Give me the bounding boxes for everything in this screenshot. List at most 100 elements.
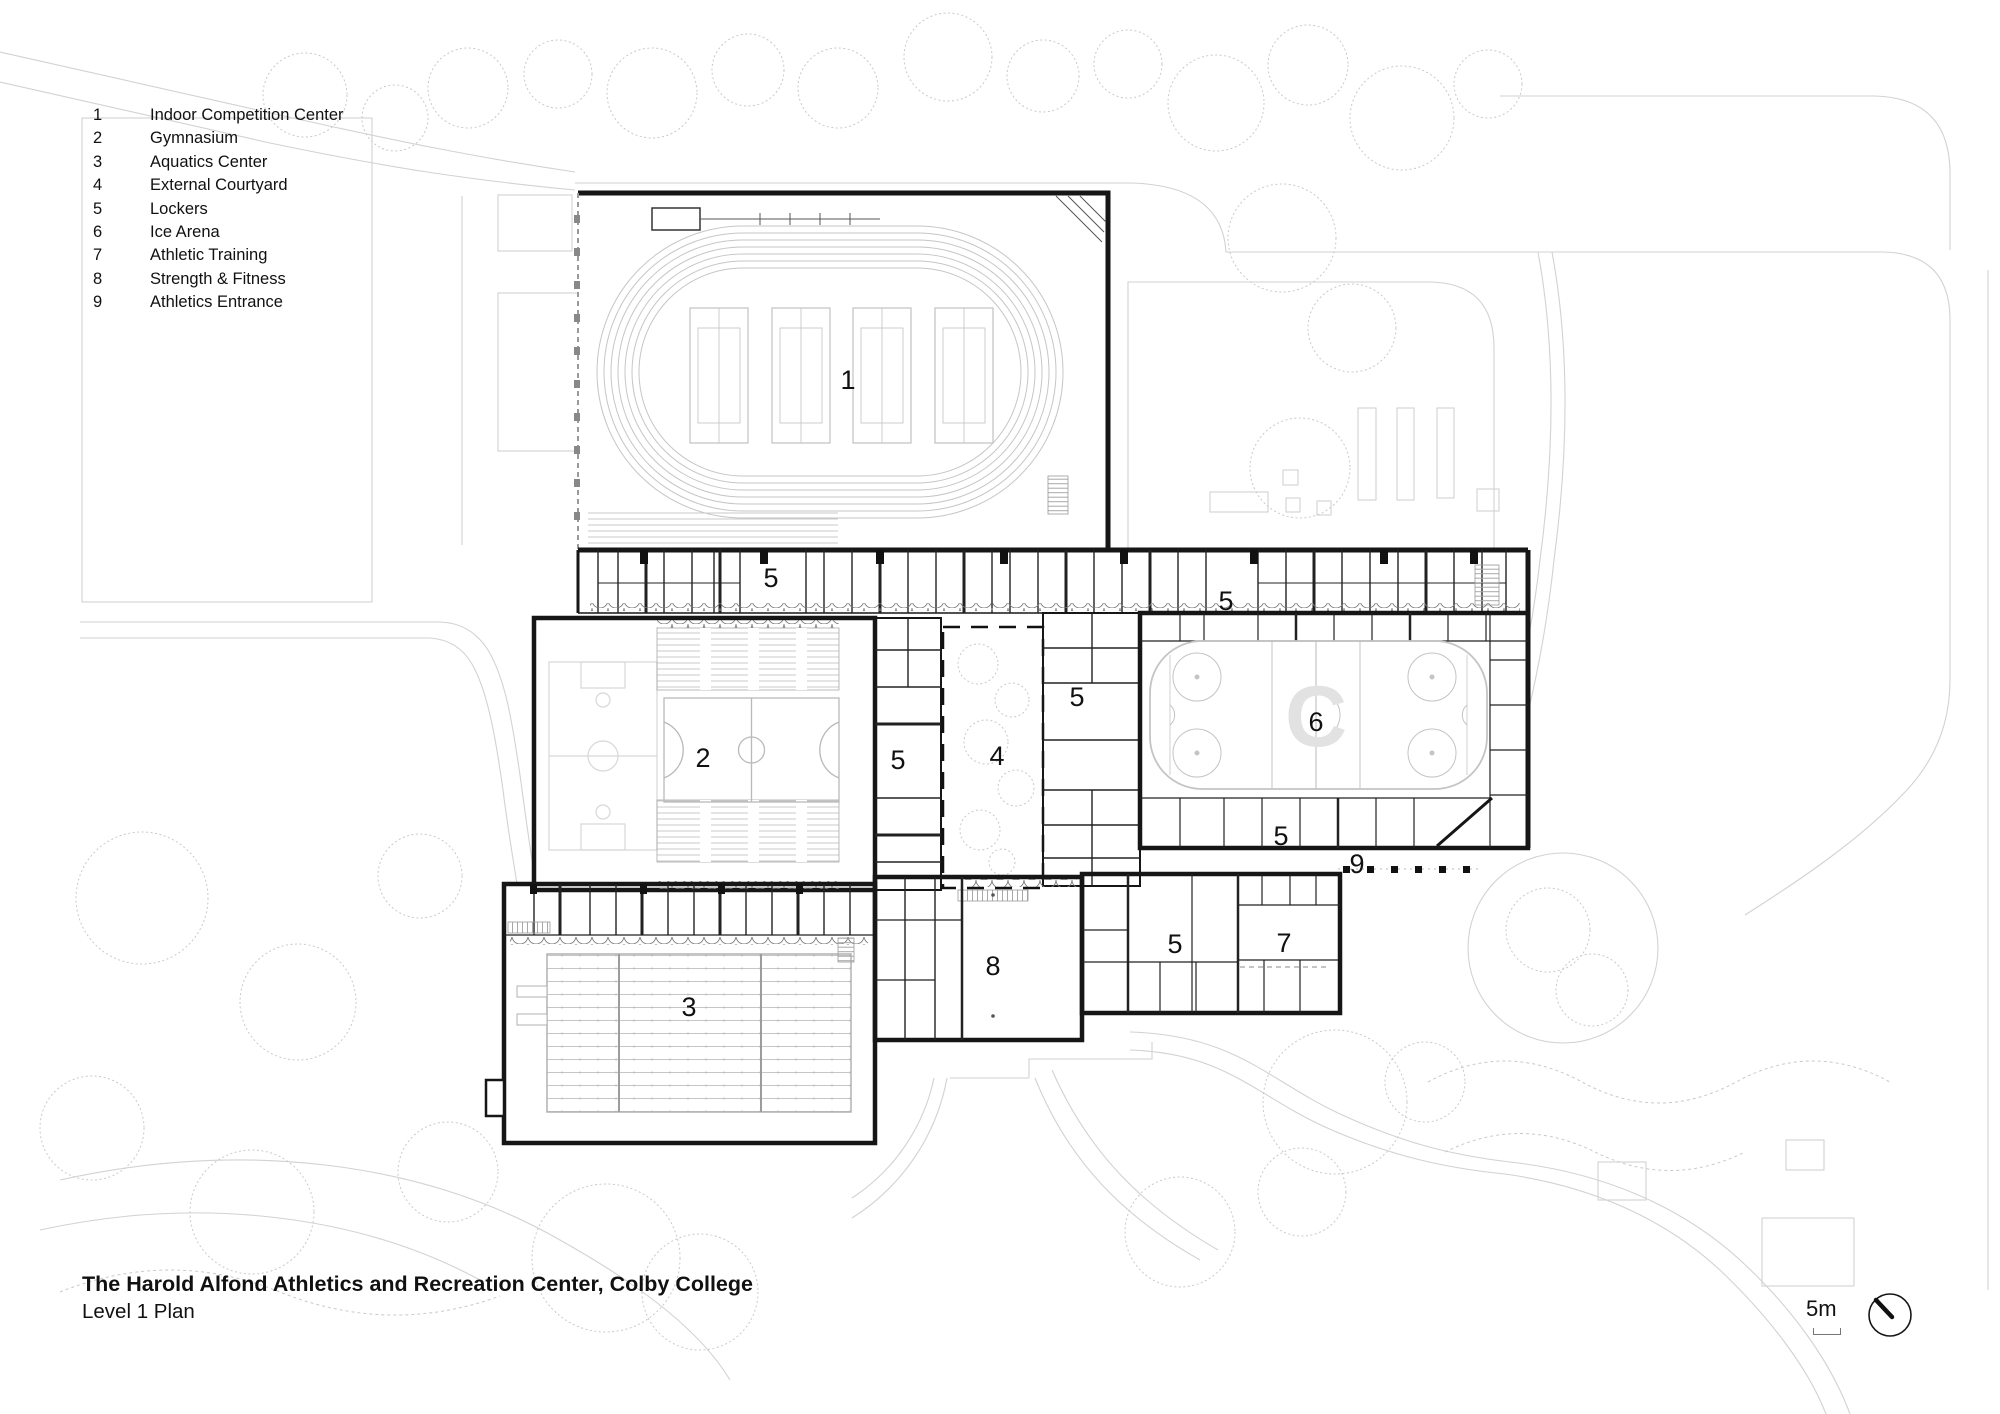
tree-icon: [262, 52, 348, 138]
room-label-1: 1: [840, 365, 855, 395]
tree-icon: [963, 719, 1009, 765]
tree-icon: [1167, 54, 1265, 152]
tree-icon: [1384, 1041, 1466, 1123]
room-label-3: 3: [681, 992, 696, 1022]
legend-key-3: 3: [93, 152, 103, 171]
title-block: The Harold Alfond Athletics and Recreati…: [82, 1271, 753, 1327]
room-label-5-ne: 5: [1218, 586, 1233, 616]
scale-bar-bracket: [1813, 1328, 1841, 1335]
room-label-6: 6: [1308, 707, 1323, 737]
drawing-subtitle: Level 1 Plan: [82, 1300, 195, 1323]
locker-rooms-courtyard-west: [874, 617, 942, 891]
track-stair: [1047, 475, 1069, 515]
legend-label-7: Athletic Training: [150, 246, 268, 265]
tree-icon: [957, 643, 999, 685]
legend-label-5: Lockers: [150, 199, 208, 218]
gymnasium: [531, 615, 878, 893]
site-hedges: [59, 1060, 1891, 1316]
room-label-8: 8: [985, 951, 1000, 981]
tree-icon: [1006, 39, 1080, 113]
room-label-5-courtyard: 5: [1069, 682, 1084, 712]
room-label-7: 7: [1276, 928, 1291, 958]
tree-icon: [427, 47, 509, 129]
tree-icon: [1555, 953, 1629, 1027]
room-label-5-south: 5: [1167, 929, 1182, 959]
tree-icon: [75, 831, 209, 965]
tree-icon: [994, 682, 1030, 718]
drawing-title: The Harold Alfond Athletics and Recreati…: [82, 1272, 753, 1296]
tree-icon: [641, 1233, 759, 1351]
tree-icon: [1505, 887, 1591, 973]
stair-north-east: [1474, 564, 1500, 606]
legend-label-4: External Courtyard: [150, 176, 288, 195]
room-label-9: 9: [1349, 849, 1364, 879]
rink-center-logo: C: [1285, 669, 1347, 765]
legend-row: 8 Strength & Fitness: [93, 268, 344, 291]
tree-icon: [797, 47, 879, 129]
tree-icon: [39, 1075, 145, 1181]
tree-icon: [988, 848, 1016, 876]
room-labels: 1 5 5 2 5 4 5 6 5 9 8 5 7 3: [681, 365, 1364, 1022]
legend-key-6: 6: [93, 223, 103, 242]
site-roads: [0, 51, 1989, 1414]
tree-icon: [997, 769, 1035, 807]
athletic-training-wing: [1079, 871, 1343, 1016]
tree-icon: [523, 39, 593, 109]
tree-icon: [531, 1183, 681, 1333]
legend-key-8: 8: [93, 269, 103, 288]
tree-icon: [1453, 49, 1523, 119]
practice-court: [548, 661, 658, 851]
aquatics-center: [484, 881, 878, 1146]
tree-icon: [1257, 1147, 1347, 1237]
basketball-court: [663, 697, 840, 803]
tree-icon: [1262, 1029, 1408, 1175]
tree-icon: [397, 1121, 499, 1223]
tree-icon: [189, 1149, 315, 1275]
legend-label-9: Athletics Entrance: [150, 293, 283, 312]
hockey-rink: [1149, 640, 1488, 790]
pool-stair: [837, 937, 855, 963]
legend-key-7: 7: [93, 246, 103, 265]
legend-row: 4 External Courtyard: [93, 174, 344, 197]
scale-bar-label: 5m: [1806, 1296, 1837, 1321]
site-trees: [39, 12, 1629, 1351]
pool-entry-steps: [507, 921, 551, 934]
diving-platform: [516, 1013, 548, 1026]
athletics-entrance-colonnade: [1338, 866, 1478, 873]
legend-key-1: 1: [93, 106, 103, 124]
tree-icon: [903, 12, 993, 102]
legend-label-8: Strength & Fitness: [150, 269, 286, 288]
legend-label-3: Aquatics Center: [150, 152, 268, 171]
strength-and-fitness: [872, 874, 1085, 1043]
room-label-5-arena: 5: [1273, 821, 1288, 851]
room-label-2: 2: [695, 743, 710, 773]
tree-icon: [1227, 183, 1337, 293]
legend-key-2: 2: [93, 129, 103, 148]
locker-rooms-courtyard-east: [1042, 612, 1141, 887]
tree-icon: [606, 47, 698, 139]
legend-row: 5 Lockers: [93, 198, 344, 221]
ice-arena: C: [1137, 610, 1531, 851]
north-arrow-icon: [1868, 1293, 1912, 1337]
tree-icon: [959, 809, 1001, 851]
track-bleachers: [588, 512, 838, 544]
legend-key-5: 5: [93, 199, 103, 218]
infield-courts: [689, 307, 994, 444]
tree-icon: [1249, 417, 1351, 519]
tree-icon: [1307, 283, 1397, 373]
legend-row: 7 Athletic Training: [93, 244, 344, 267]
tree-icon: [1267, 24, 1349, 106]
legend-key-4: 4: [93, 176, 103, 195]
room-label-5-gym: 5: [890, 745, 905, 775]
indoor-competition-center: [574, 190, 1111, 550]
tree-icon: [361, 84, 429, 152]
tree-icon: [1093, 29, 1163, 99]
room-label-4: 4: [989, 741, 1004, 771]
tree-icon: [239, 943, 357, 1061]
